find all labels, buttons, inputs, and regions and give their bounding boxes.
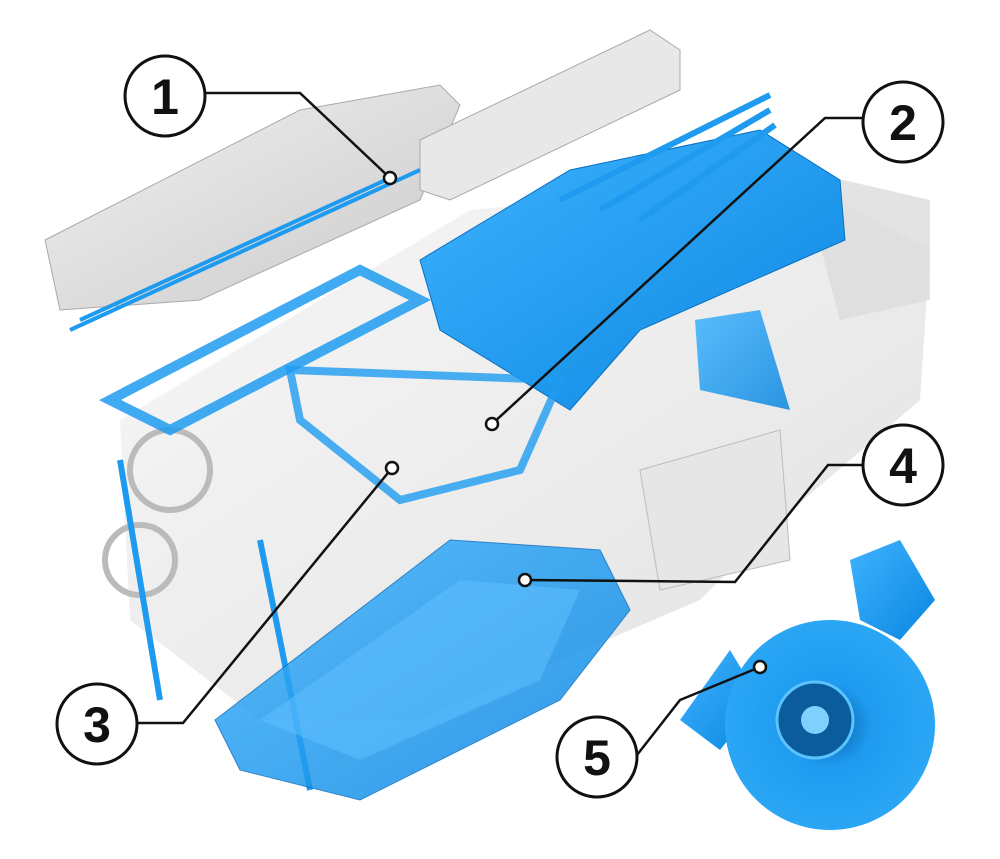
leader-1 [205, 91, 391, 179]
callout-3-label: 3 [83, 697, 111, 753]
callout-leaders [137, 91, 863, 756]
leader-2 [491, 116, 863, 425]
part-3-head-gasket [98, 264, 790, 791]
leader-dots [382, 170, 768, 675]
callout-2[interactable]: 2 [861, 80, 945, 164]
callout-4[interactable]: 4 [861, 423, 945, 507]
part-2-valve-cover [419, 92, 846, 411]
part-4-oil-pan [214, 539, 631, 801]
leader-5 [636, 665, 761, 756]
leader-3 [137, 467, 393, 725]
part-1-gasket-strips [69, 168, 421, 332]
leader-4 [524, 463, 863, 584]
callout-5-label: 5 [583, 730, 611, 786]
callout-2-label: 2 [889, 95, 917, 151]
callout-4-label: 4 [889, 438, 917, 494]
callout-1[interactable]: 1 [123, 54, 207, 138]
callout-3[interactable]: 3 [55, 682, 139, 766]
callout-5[interactable]: 5 [555, 715, 639, 799]
callout-1-label: 1 [151, 69, 179, 125]
intake-manifold [44, 29, 681, 311]
